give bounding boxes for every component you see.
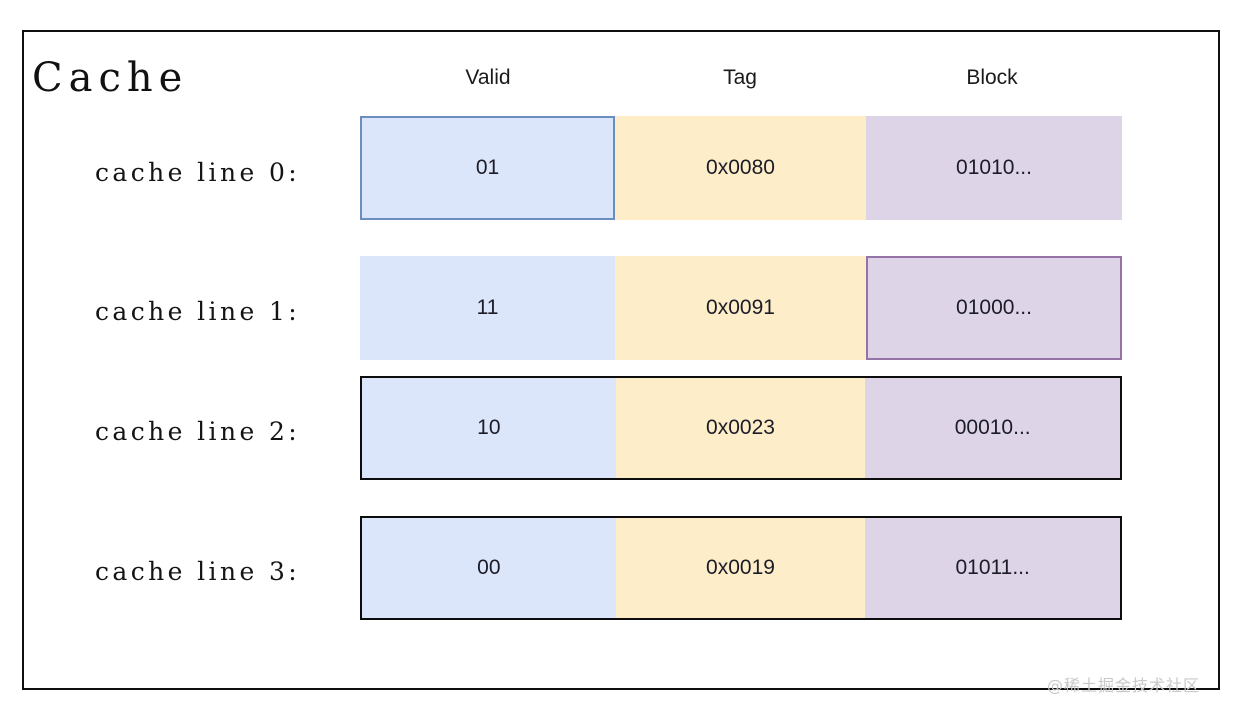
cell-block-1: 01000... — [866, 256, 1122, 360]
row-label-cache-line-3: cache line 3: — [95, 557, 301, 586]
cell-tag-1: 0x0091 — [615, 256, 866, 360]
cell-valid-3: 00 — [362, 518, 616, 618]
cell-block-3: 01011... — [865, 518, 1120, 618]
cell-tag-2: 0x0023 — [615, 378, 866, 478]
cell-tag-3: 0x0019 — [615, 518, 866, 618]
cache-line-row-2: 10 0x0023 00010... — [360, 376, 1122, 480]
cell-block-2: 00010... — [865, 378, 1120, 478]
cell-tag-0: 0x0080 — [615, 116, 866, 220]
cell-valid-1: 11 — [360, 256, 615, 360]
watermark: @稀土掘金技术社区 — [1046, 676, 1200, 695]
cell-valid-2: 10 — [362, 378, 616, 478]
cache-line-row-0: 01 0x0080 01010... — [360, 116, 1122, 220]
row-label-cache-line-0: cache line 0: — [95, 158, 301, 187]
cache-line-row-1: 11 0x0091 01000... — [360, 256, 1122, 360]
column-header-block: Block — [966, 66, 1018, 89]
cache-line-row-3: 00 0x0019 01011... — [360, 516, 1122, 620]
page-title: Cache — [32, 55, 189, 101]
row-label-cache-line-1: cache line 1: — [95, 297, 301, 326]
row-label-cache-line-2: cache line 2: — [95, 417, 301, 446]
cell-block-0: 01010... — [866, 116, 1122, 220]
cell-valid-0: 01 — [360, 116, 615, 220]
column-header-tag: Tag — [723, 66, 757, 89]
column-header-valid: Valid — [465, 66, 511, 89]
